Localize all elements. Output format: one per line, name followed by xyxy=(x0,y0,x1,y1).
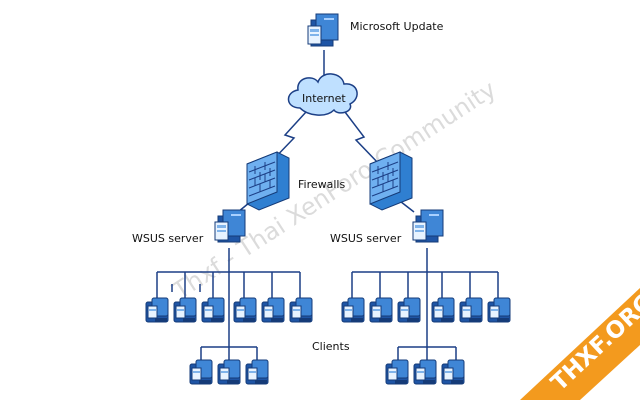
client-computer-icon xyxy=(201,297,225,323)
client-computer-icon xyxy=(289,297,313,323)
microsoft-update-label: Microsoft Update xyxy=(350,20,444,33)
thxf-ribbon: THXF.ORG xyxy=(520,288,640,400)
client-computer-icon xyxy=(431,297,455,323)
client-computer-icon xyxy=(233,297,257,323)
firewalls-label: Firewalls xyxy=(298,178,345,191)
firewall-left-icon xyxy=(246,151,290,211)
connection-lines xyxy=(156,50,499,362)
client-computer-icon xyxy=(487,297,511,323)
internet-label: Internet xyxy=(302,92,346,105)
client-computer-icon xyxy=(261,297,285,323)
client-computer-icon xyxy=(145,297,169,323)
wsus-server-right-label: WSUS server xyxy=(330,232,402,245)
client-computer-icon xyxy=(369,297,393,323)
client-computer-icon xyxy=(441,359,465,385)
clients-label: Clients xyxy=(312,340,350,353)
wsus-server-right-icon xyxy=(412,209,444,243)
internet-cloud-icon xyxy=(287,73,358,116)
client-computer-icon xyxy=(245,359,269,385)
client-computer-icon xyxy=(189,359,213,385)
client-computer-icon xyxy=(217,359,241,385)
client-computer-icon xyxy=(341,297,365,323)
client-computer-icon xyxy=(397,297,421,323)
client-computer-icon xyxy=(385,359,409,385)
wsus-server-left-label: WSUS server xyxy=(132,232,204,245)
client-computer-icon xyxy=(173,297,197,323)
microsoft-update-server-icon xyxy=(307,13,339,47)
client-computer-icon xyxy=(459,297,483,323)
wsus-server-left-icon xyxy=(214,209,246,243)
client-computer-icon xyxy=(413,359,437,385)
